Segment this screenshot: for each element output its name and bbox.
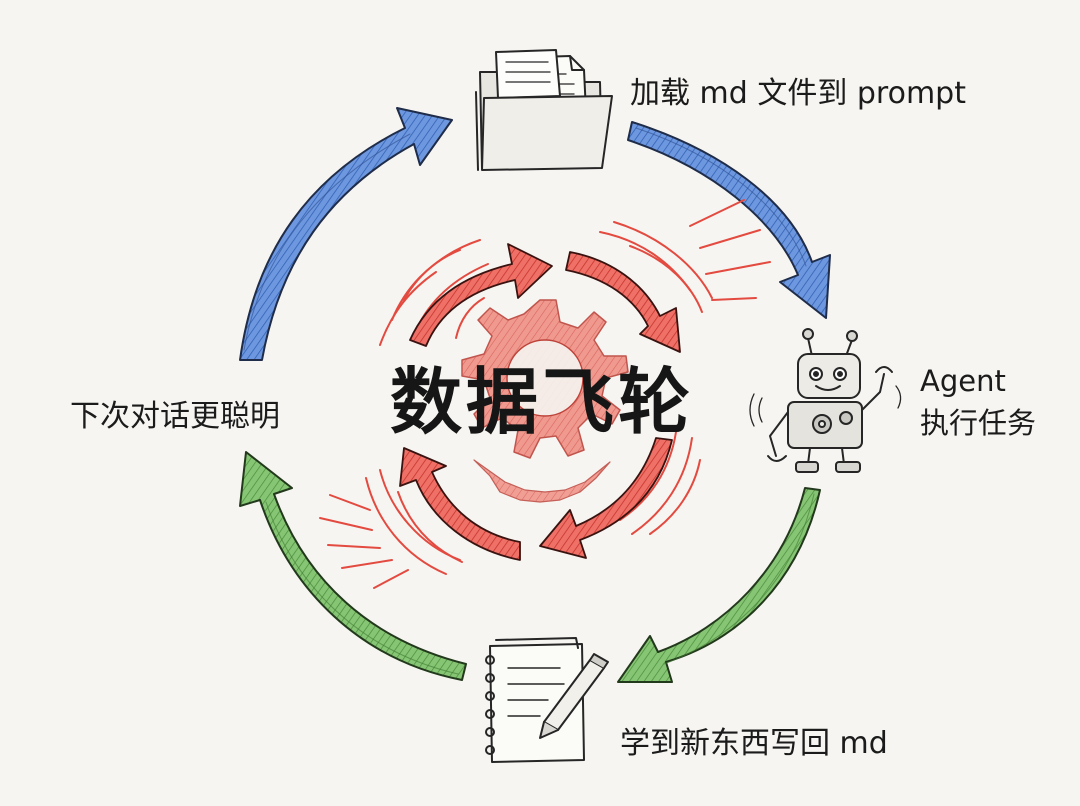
step-agent-line1: Agent — [920, 364, 1006, 398]
red-arrow-top — [409, 243, 553, 347]
blue-arrow-up-left — [239, 107, 453, 361]
green-arrow-down-left — [617, 487, 821, 683]
step-agent-label: Agent 执行任务 — [920, 360, 1036, 444]
step-load-md-label: 加载 md 文件到 prompt — [630, 76, 966, 111]
step-learn-label: 学到新东西写回 md — [620, 726, 888, 761]
gear-icon — [461, 299, 629, 503]
red-arrow-right — [565, 251, 681, 353]
blue-arrow-down-right — [627, 121, 831, 319]
red-arrow-bottom — [539, 437, 673, 559]
center-title: 数据飞轮 — [389, 359, 694, 444]
red-arrow-left — [399, 447, 521, 561]
robot-icon — [749, 328, 902, 473]
motion-lines — [319, 199, 771, 589]
folder-icon — [475, 49, 613, 171]
step-smarter-label: 下次对话更聪明 — [70, 399, 280, 434]
notebook-pencil-icon — [485, 637, 609, 763]
step-agent-line2: 执行任务 — [920, 406, 1037, 440]
green-arrow-up-left — [239, 451, 467, 681]
